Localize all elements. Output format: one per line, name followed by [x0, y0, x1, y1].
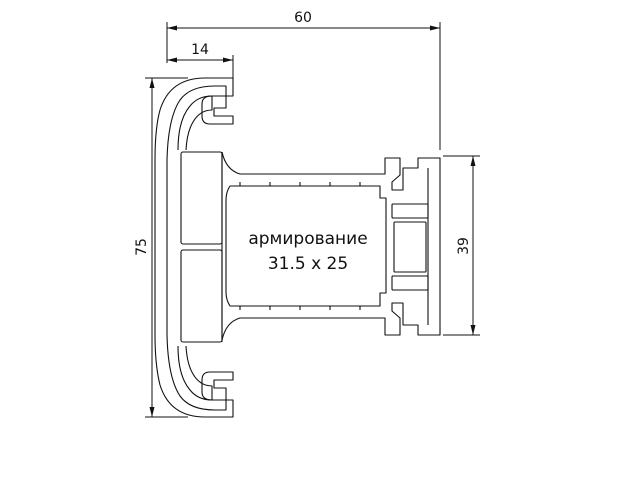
profile-web: [221, 151, 441, 341]
reinforcement-label: армирование: [248, 229, 367, 249]
flange-width-label: 14: [191, 42, 209, 58]
overall-height-label: 75: [134, 238, 150, 256]
insert-height-label: 39: [456, 237, 472, 255]
dimension-overall-width: 60: [166, 10, 441, 150]
profile-flange: [154, 77, 234, 418]
dimension-flange-width: 14: [167, 42, 234, 80]
reinforcement-size: 31.5 x 25: [268, 254, 348, 274]
dimension-overall-height: 75: [134, 77, 188, 418]
dimension-insert-height: 39: [443, 155, 480, 336]
overall-width-label: 60: [294, 10, 312, 26]
